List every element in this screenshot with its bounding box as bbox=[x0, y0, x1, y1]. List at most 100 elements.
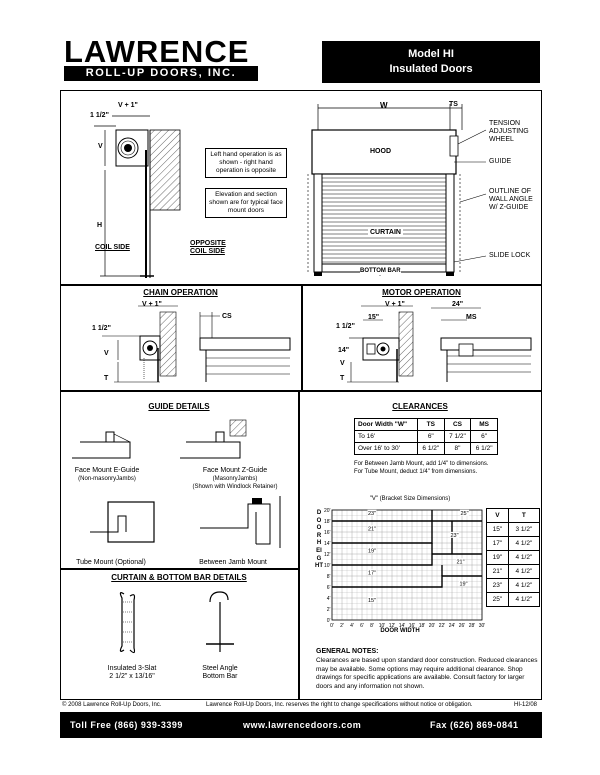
zone-label: 15" bbox=[368, 598, 376, 604]
z-guide-sub: (MasonryJambs) bbox=[212, 476, 258, 482]
zone-label: 19" bbox=[368, 548, 376, 554]
x-tick-label: 14' bbox=[399, 623, 406, 629]
website-link[interactable]: www.lawrencedoors.com bbox=[243, 720, 362, 730]
door-elevation-drawing bbox=[307, 104, 487, 276]
curtain-details-title: CURTAIN & BOTTOM BAR DETAILS bbox=[111, 573, 247, 582]
dim-w: W bbox=[380, 101, 388, 110]
y-tick-label: 16' bbox=[324, 530, 331, 536]
table-cell: 6" bbox=[470, 430, 498, 443]
divider bbox=[60, 568, 298, 570]
table-row: 19"4 1/2" bbox=[486, 550, 541, 565]
zone-label-bg bbox=[367, 569, 377, 576]
table-cell: 17" bbox=[486, 536, 509, 551]
bottom-bar-detail-label: Steel Angle Bottom Bar bbox=[202, 665, 238, 680]
y-tick-label: 2' bbox=[327, 607, 331, 613]
bottom-bar-drawing bbox=[206, 591, 234, 652]
chart-title: "V" (Bracket Size Dimensions) bbox=[369, 496, 451, 502]
guide-details-drawing bbox=[72, 419, 281, 548]
chart-ylabel: DOOR HEIGHT bbox=[315, 510, 323, 570]
x-tick-label: 12' bbox=[389, 623, 396, 629]
chain-dim-v1: V + 1" bbox=[142, 301, 162, 308]
x-tick-label: 10' bbox=[379, 623, 386, 629]
e-guide-label: Face Mount E-Guide bbox=[74, 467, 140, 474]
table-header-cell: V bbox=[486, 508, 509, 523]
y-tick-label: 12' bbox=[324, 552, 331, 558]
table-row: 15"3 1/2" bbox=[486, 522, 541, 537]
v-t-table: V T 15"3 1/2" 17"4 1/2" 19"4 1/2" 21"4 1… bbox=[486, 508, 541, 607]
y-tick-label: 6' bbox=[327, 585, 331, 591]
x-tick-label: 0' bbox=[330, 623, 334, 629]
curtain-slats bbox=[322, 177, 446, 263]
fax-number: Fax (626) 869-0841 bbox=[430, 720, 519, 730]
table-cell: 21" bbox=[486, 564, 509, 579]
x-tick-label: 26' bbox=[459, 623, 466, 629]
zone-label-bg bbox=[367, 596, 377, 603]
tube-mount-label: Tube Mount (Optional) bbox=[76, 559, 146, 566]
slat-label: Insulated 3-Slat 2 1/2" x 13/16" bbox=[107, 665, 157, 680]
x-tick-label: 2' bbox=[340, 623, 344, 629]
table-cell: 3 1/2" bbox=[507, 522, 541, 537]
curtain-label: CURTAIN bbox=[368, 229, 403, 237]
elevation-note: Elevation and section shown are for typi… bbox=[205, 188, 287, 218]
hand-operation-note: Left hand operation is as shown - right … bbox=[205, 148, 287, 178]
bottom-bar-label: BOTTOM BAR bbox=[360, 268, 401, 275]
motor-dim-14: 14" bbox=[338, 347, 350, 354]
divider bbox=[298, 390, 300, 700]
zone-label-bg bbox=[456, 558, 465, 565]
table-cell: 4 1/2" bbox=[507, 550, 541, 565]
table-cell: 4 1/2" bbox=[507, 592, 541, 607]
dim-1-half: 1 1/2" bbox=[90, 112, 109, 119]
table-header-row: V T bbox=[486, 508, 541, 523]
table-cell: To 16' bbox=[354, 430, 418, 443]
dim-v-plus-1: V + 1" bbox=[118, 102, 138, 109]
divider bbox=[60, 390, 542, 392]
guide-details-title: GUIDE DETAILS bbox=[148, 402, 210, 411]
motor-dim-half: 1 1/2" bbox=[336, 323, 355, 330]
zone-label-bg bbox=[450, 531, 459, 538]
table-cell: 6 1/2" bbox=[416, 442, 445, 455]
clearances-title: CLEARANCES bbox=[392, 402, 448, 411]
table-header-cell: TS bbox=[416, 418, 445, 431]
table-row: 17"4 1/2" bbox=[486, 536, 541, 551]
clearance-note-2: For Tube Mount, deduct 1/4" from dimensi… bbox=[354, 469, 478, 475]
chain-operation-drawing bbox=[102, 305, 291, 383]
zone-label: 19" bbox=[459, 581, 467, 587]
divider bbox=[301, 284, 303, 390]
table-cell: 4 1/2" bbox=[507, 564, 541, 579]
motor-dim-15: 15" bbox=[368, 314, 380, 321]
zone-label-bg bbox=[367, 509, 377, 516]
slat-drawing bbox=[119, 592, 136, 654]
x-tick-label: 28' bbox=[469, 623, 476, 629]
table-cell: 4 1/2" bbox=[507, 578, 541, 593]
y-tick-label: 18' bbox=[324, 519, 331, 525]
motor-dim-t: T bbox=[340, 375, 345, 382]
table-row: Over 16' to 30' 6 1/2" 8" 6 1/2" bbox=[354, 442, 498, 455]
rights-notice: Lawrence Roll-Up Doors, Inc. reserves th… bbox=[206, 702, 473, 708]
zone-label: 21" bbox=[368, 526, 376, 532]
chart-xlabel: DOOR WIDTH bbox=[380, 628, 420, 634]
chain-dim-v: V bbox=[104, 350, 109, 357]
table-cell: 4 1/2" bbox=[507, 536, 541, 551]
x-tick-label: 20' bbox=[429, 623, 436, 629]
zone-label-bg bbox=[459, 580, 468, 587]
footer-bar: Toll Free (866) 939-3399 www.lawrencedoo… bbox=[60, 712, 542, 738]
chain-dim-cs: CS bbox=[222, 313, 232, 320]
y-tick-label: 8' bbox=[327, 574, 331, 580]
motor-dim-ms: MS bbox=[466, 314, 477, 321]
model-box: Model HI Insulated Doors bbox=[322, 41, 540, 83]
chain-dim-half: 1 1/2" bbox=[92, 325, 111, 332]
clearances-table: Door Width "W" TS CS MS To 16' 6" 7 1/2"… bbox=[354, 418, 498, 455]
opposite-coil-side-label: OPPOSITE COIL SIDE bbox=[190, 240, 226, 255]
doc-code: HI-12/08 bbox=[514, 702, 538, 708]
general-notes-text: Clearances are based upon standard door … bbox=[316, 657, 538, 690]
z-guide-label: Face Mount Z-Guide bbox=[202, 467, 268, 474]
zone-label: 21" bbox=[456, 559, 464, 565]
model-title: Model HI bbox=[408, 48, 454, 60]
y-tick-label: 0' bbox=[327, 618, 331, 624]
x-tick-label: 18' bbox=[419, 623, 426, 629]
coil-side-label: COIL SIDE bbox=[95, 244, 130, 251]
zone-label-bg bbox=[367, 547, 377, 554]
clearance-note-1: For Between Jamb Mount, add 1/4" to dime… bbox=[354, 461, 489, 467]
zone-boundary bbox=[332, 575, 482, 588]
zone-label: 25" bbox=[460, 511, 468, 517]
